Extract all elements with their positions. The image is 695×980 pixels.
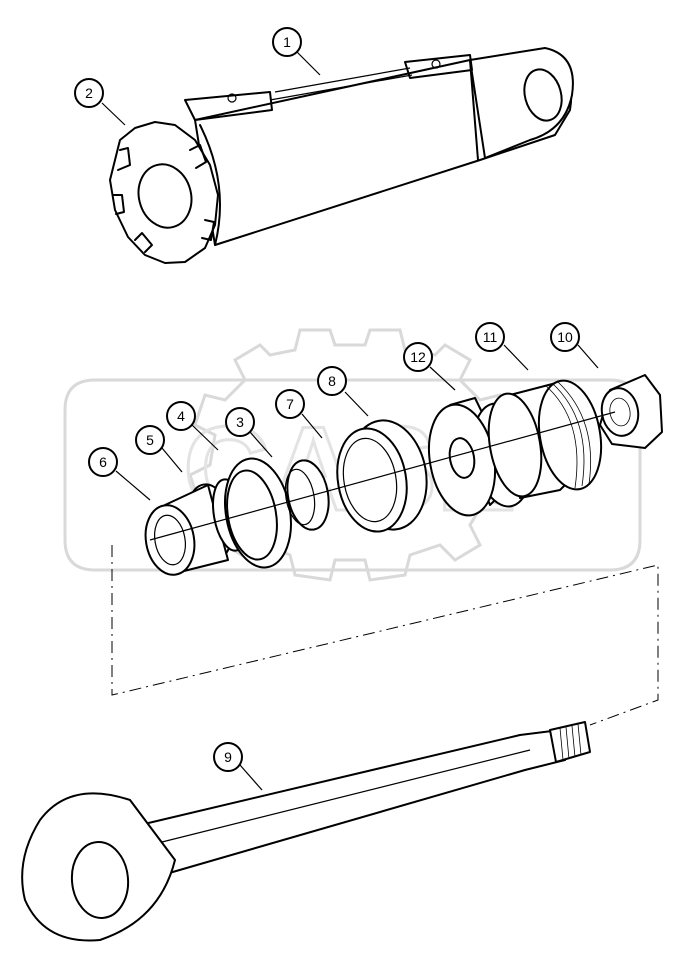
callout-1: 1	[272, 27, 302, 57]
seal-ring	[284, 459, 330, 531]
callout-leaders	[101, 49, 599, 791]
cylinder-barrel	[184, 47, 574, 246]
svg-text:4: 4	[177, 408, 185, 424]
callout-12: 12	[403, 342, 433, 372]
callout-10: 10	[550, 322, 580, 352]
callout-8: 8	[317, 366, 347, 396]
callout-4: 4	[166, 401, 196, 431]
svg-text:11: 11	[483, 329, 498, 345]
svg-text:5: 5	[146, 432, 154, 448]
piston	[487, 379, 603, 499]
callout-11: 11	[475, 322, 505, 352]
ring-3	[224, 457, 292, 569]
svg-text:2: 2	[85, 85, 93, 101]
callout-9: 9	[213, 742, 243, 772]
callout-7: 7	[275, 389, 305, 419]
gland-nut	[109, 121, 219, 264]
callout-3: 3	[225, 407, 255, 437]
hex-nut	[599, 374, 663, 449]
svg-text:7: 7	[286, 396, 294, 412]
assembly-line	[111, 545, 659, 726]
svg-text:9: 9	[224, 749, 232, 765]
callout-6: 6	[88, 447, 118, 477]
svg-text:12: 12	[410, 349, 426, 365]
svg-text:6: 6	[99, 454, 107, 470]
svg-text:3: 3	[236, 414, 244, 430]
piston-rod	[21, 721, 591, 942]
svg-text:10: 10	[557, 329, 573, 345]
callout-2: 2	[74, 78, 104, 108]
svg-text:1: 1	[283, 34, 291, 50]
callout-5: 5	[135, 425, 165, 455]
svg-text:8: 8	[328, 373, 336, 389]
